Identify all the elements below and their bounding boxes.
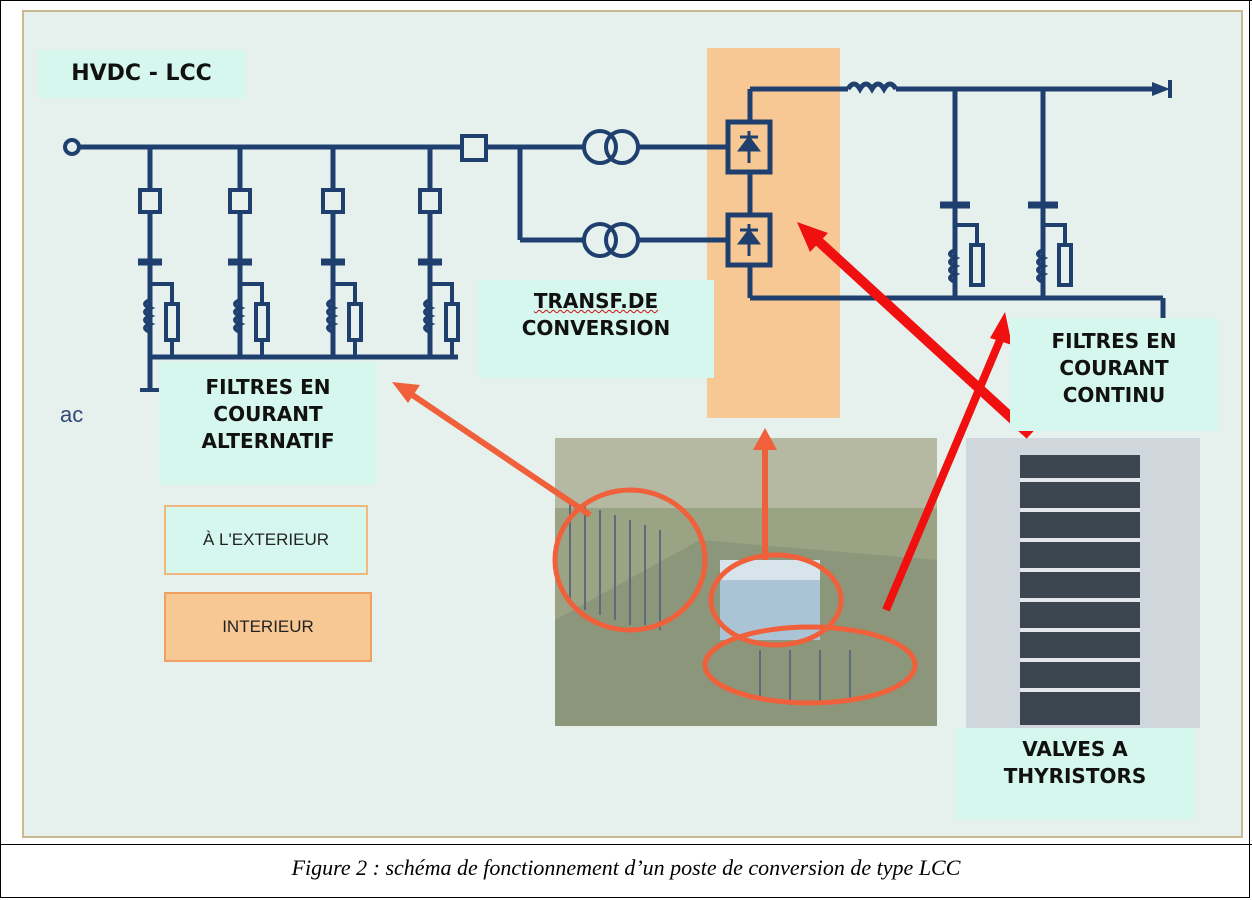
transformer-2-winding-b [604, 222, 640, 258]
arrow-to-ac-filters [406, 389, 592, 518]
transformer-1-winding-a [582, 129, 618, 165]
transformer-2-winding-a [582, 222, 618, 258]
transformer-1-winding-b [604, 129, 640, 165]
ac-breaker [460, 134, 488, 162]
dc-filters-label-line3: CONTINU [1062, 383, 1166, 407]
ac-filter-1 [138, 147, 180, 390]
legend-outdoor: À L'EXTERIEUR [164, 505, 368, 575]
thyristor-symbols [737, 131, 761, 256]
legend-indoor: INTERIEUR [164, 592, 372, 662]
dc-filters-label: FILTRES EN COURANT CONTINU [1010, 318, 1218, 431]
substation-photo [552, 438, 937, 726]
thyristor-valves-label-line2: THYRISTORS [1003, 764, 1147, 788]
page-top-border [0, 0, 1252, 1]
ac-filters-label-line3: ALTERNATIF [201, 429, 335, 453]
transformer-label-line1: TRANSF.DE [533, 289, 659, 313]
ac-filters-label-line1: FILTRES EN [205, 375, 331, 399]
caption-separator [0, 844, 1252, 845]
ac-label: ac [60, 402, 84, 427]
photo-highlight-valves [702, 624, 918, 706]
dc-filters-label-line2: COURANT [1059, 356, 1169, 380]
filter-inductors [143, 248, 1049, 334]
transformer-label-line2: CONVERSION [521, 316, 671, 340]
smoothing-reactor [845, 81, 899, 94]
dc-terminal-arrowhead [1152, 82, 1170, 96]
arrow-to-thyristor-valves [811, 234, 1034, 439]
pointer-arrows [392, 222, 1034, 612]
ac-filters-label: FILTRES EN COURANT ALTERNATIF [159, 362, 377, 485]
thyristor-valves-label: VALVES A THYRISTORS [955, 728, 1195, 820]
transformer-label: TRANSF.DE CONVERSION [478, 280, 714, 378]
dc-filters-label-line1: FILTRES EN [1051, 329, 1177, 353]
circuit-wiring [63, 81, 1166, 392]
photo-highlight-transformers [708, 552, 844, 648]
photo-highlight-filters [552, 487, 708, 633]
ac-filters-label-line2: COURANT [213, 402, 323, 426]
thyristor-valve-photo [966, 438, 1200, 728]
figure-caption: Figure 2 : schéma de fonctionnement d’un… [291, 855, 961, 880]
ac-terminal [63, 138, 81, 156]
diagram-title: HVDC - LCC [38, 50, 245, 98]
thyristor-valves-label-line1: VALVES A [1022, 737, 1128, 761]
